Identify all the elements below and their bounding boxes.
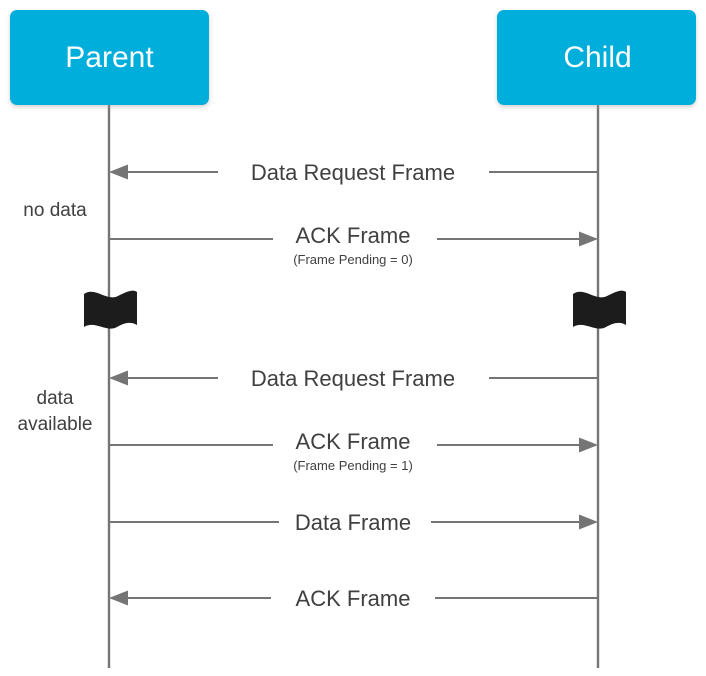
message-sublabel-2: (Frame Pending = 0) [293,252,413,267]
message-data-request-frame-1[interactable]: Data Request Frame [109,160,598,185]
actor-parent[interactable]: Parent [10,10,209,105]
break-flag-icon-child [573,290,626,329]
arrowhead-right-5 [579,514,598,530]
message-label-5: Data Frame [295,510,411,535]
message-ack-frame-1[interactable]: ACK Frame (Frame Pending = 0) [109,223,598,267]
message-label-3: Data Request Frame [251,366,455,391]
side-note-data-available-line-2: available [18,414,93,435]
break-symbol-child [573,290,626,329]
message-label-1: Data Request Frame [251,160,455,185]
message-data-frame[interactable]: Data Frame [109,510,598,535]
side-note-data-available-line-1: data [37,388,74,409]
message-label-4: ACK Frame [296,429,411,454]
actor-parent-label: Parent [65,41,154,74]
message-data-request-frame-2[interactable]: Data Request Frame [109,366,598,391]
break-flag-icon-parent [84,290,137,329]
actor-child-box[interactable] [497,10,696,105]
break-symbol-parent [84,290,137,329]
message-ack-frame-2[interactable]: ACK Frame (Frame Pending = 1) [109,429,598,473]
message-label-6: ACK Frame [296,586,411,611]
actor-child[interactable]: Child [497,10,696,105]
message-ack-frame-3[interactable]: ACK Frame [109,586,598,611]
side-note-no-data: no data [23,200,87,221]
arrowhead-left-3 [109,370,128,386]
lifelines [107,105,600,668]
message-sublabel-4: (Frame Pending = 1) [293,458,413,473]
message-label-2: ACK Frame [296,223,411,248]
actor-parent-box[interactable] [10,10,209,105]
side-note-data-available: data available [18,388,93,435]
arrowhead-left-6 [109,590,128,606]
arrowhead-right-2 [579,231,598,247]
arrowhead-right-4 [579,437,598,453]
actor-child-label: Child [563,41,631,74]
side-note-no-data-line-1: no data [23,200,87,221]
arrowhead-left-1 [109,164,128,180]
